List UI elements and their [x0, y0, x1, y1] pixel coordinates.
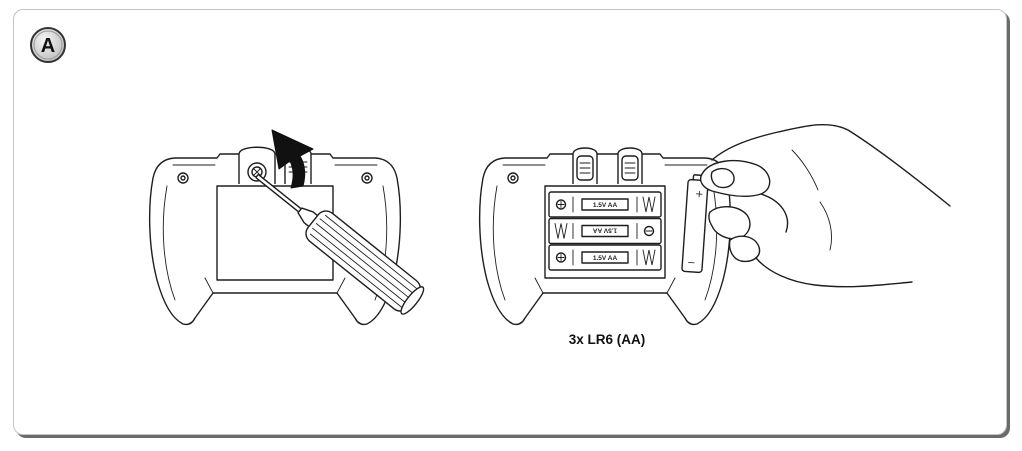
mount-hole-icon [361, 172, 373, 184]
battery-caption: 3x LR6 (AA) [569, 332, 646, 347]
latch-tab [572, 147, 598, 184]
hand-back-outline [711, 124, 951, 207]
battery-icon: + − [681, 174, 709, 274]
cell-label-box [581, 251, 629, 264]
battery-cell: 1.5V AA [548, 244, 662, 271]
screwdriver-end-cap [400, 286, 425, 315]
latch-tab [617, 147, 643, 184]
plus-terminal-icon [555, 252, 567, 263]
palm-outline [755, 257, 913, 288]
ring-finger [728, 235, 761, 263]
battery-minus-mark: − [687, 258, 696, 270]
controller-bottom-contour [204, 277, 346, 294]
spring-icon [554, 223, 568, 239]
hand-icon [699, 124, 951, 288]
index-finger-crease [760, 193, 789, 233]
cell-label: 1.5V AA [593, 227, 618, 234]
cell-label: 1.5V AA [593, 255, 618, 262]
cell-label-box [581, 224, 629, 238]
controller-back-left [148, 146, 402, 326]
cell-label: 1.5V AA [593, 202, 618, 209]
mount-hole-icon [507, 172, 519, 184]
spring-icon [642, 249, 656, 266]
step-badge: A [30, 27, 66, 63]
screwdriver-icon [255, 174, 425, 315]
battery-plus-mark: + [695, 189, 704, 201]
controller-grip-contour [162, 185, 176, 301]
screwdriver-ridges [309, 214, 418, 309]
battery-compartment: 1.5V AA 1.5V AA [544, 185, 666, 279]
minus-terminal-icon [643, 225, 655, 237]
controller-grip-contour [492, 185, 506, 301]
thumbnail [710, 167, 735, 189]
curved-arrow-icon [271, 129, 314, 189]
controller-grip-contour [704, 185, 718, 301]
cell-label-box [581, 198, 629, 211]
battery-body [681, 178, 709, 274]
controller-bottom-contour [534, 277, 676, 294]
step-badge-ring [33, 30, 63, 60]
step-badge-circle [30, 27, 66, 63]
controller-back-right: 1.5V AA 1.5V AA [478, 147, 732, 326]
mount-hole-icon [177, 172, 189, 184]
hand-crease [791, 149, 832, 251]
battery-cell: 1.5V AA [548, 217, 662, 245]
step-badge-label: A [41, 35, 55, 57]
spring-icon [642, 196, 656, 213]
plus-terminal-icon [555, 199, 567, 210]
battery-cell: 1.5V AA [548, 191, 662, 218]
